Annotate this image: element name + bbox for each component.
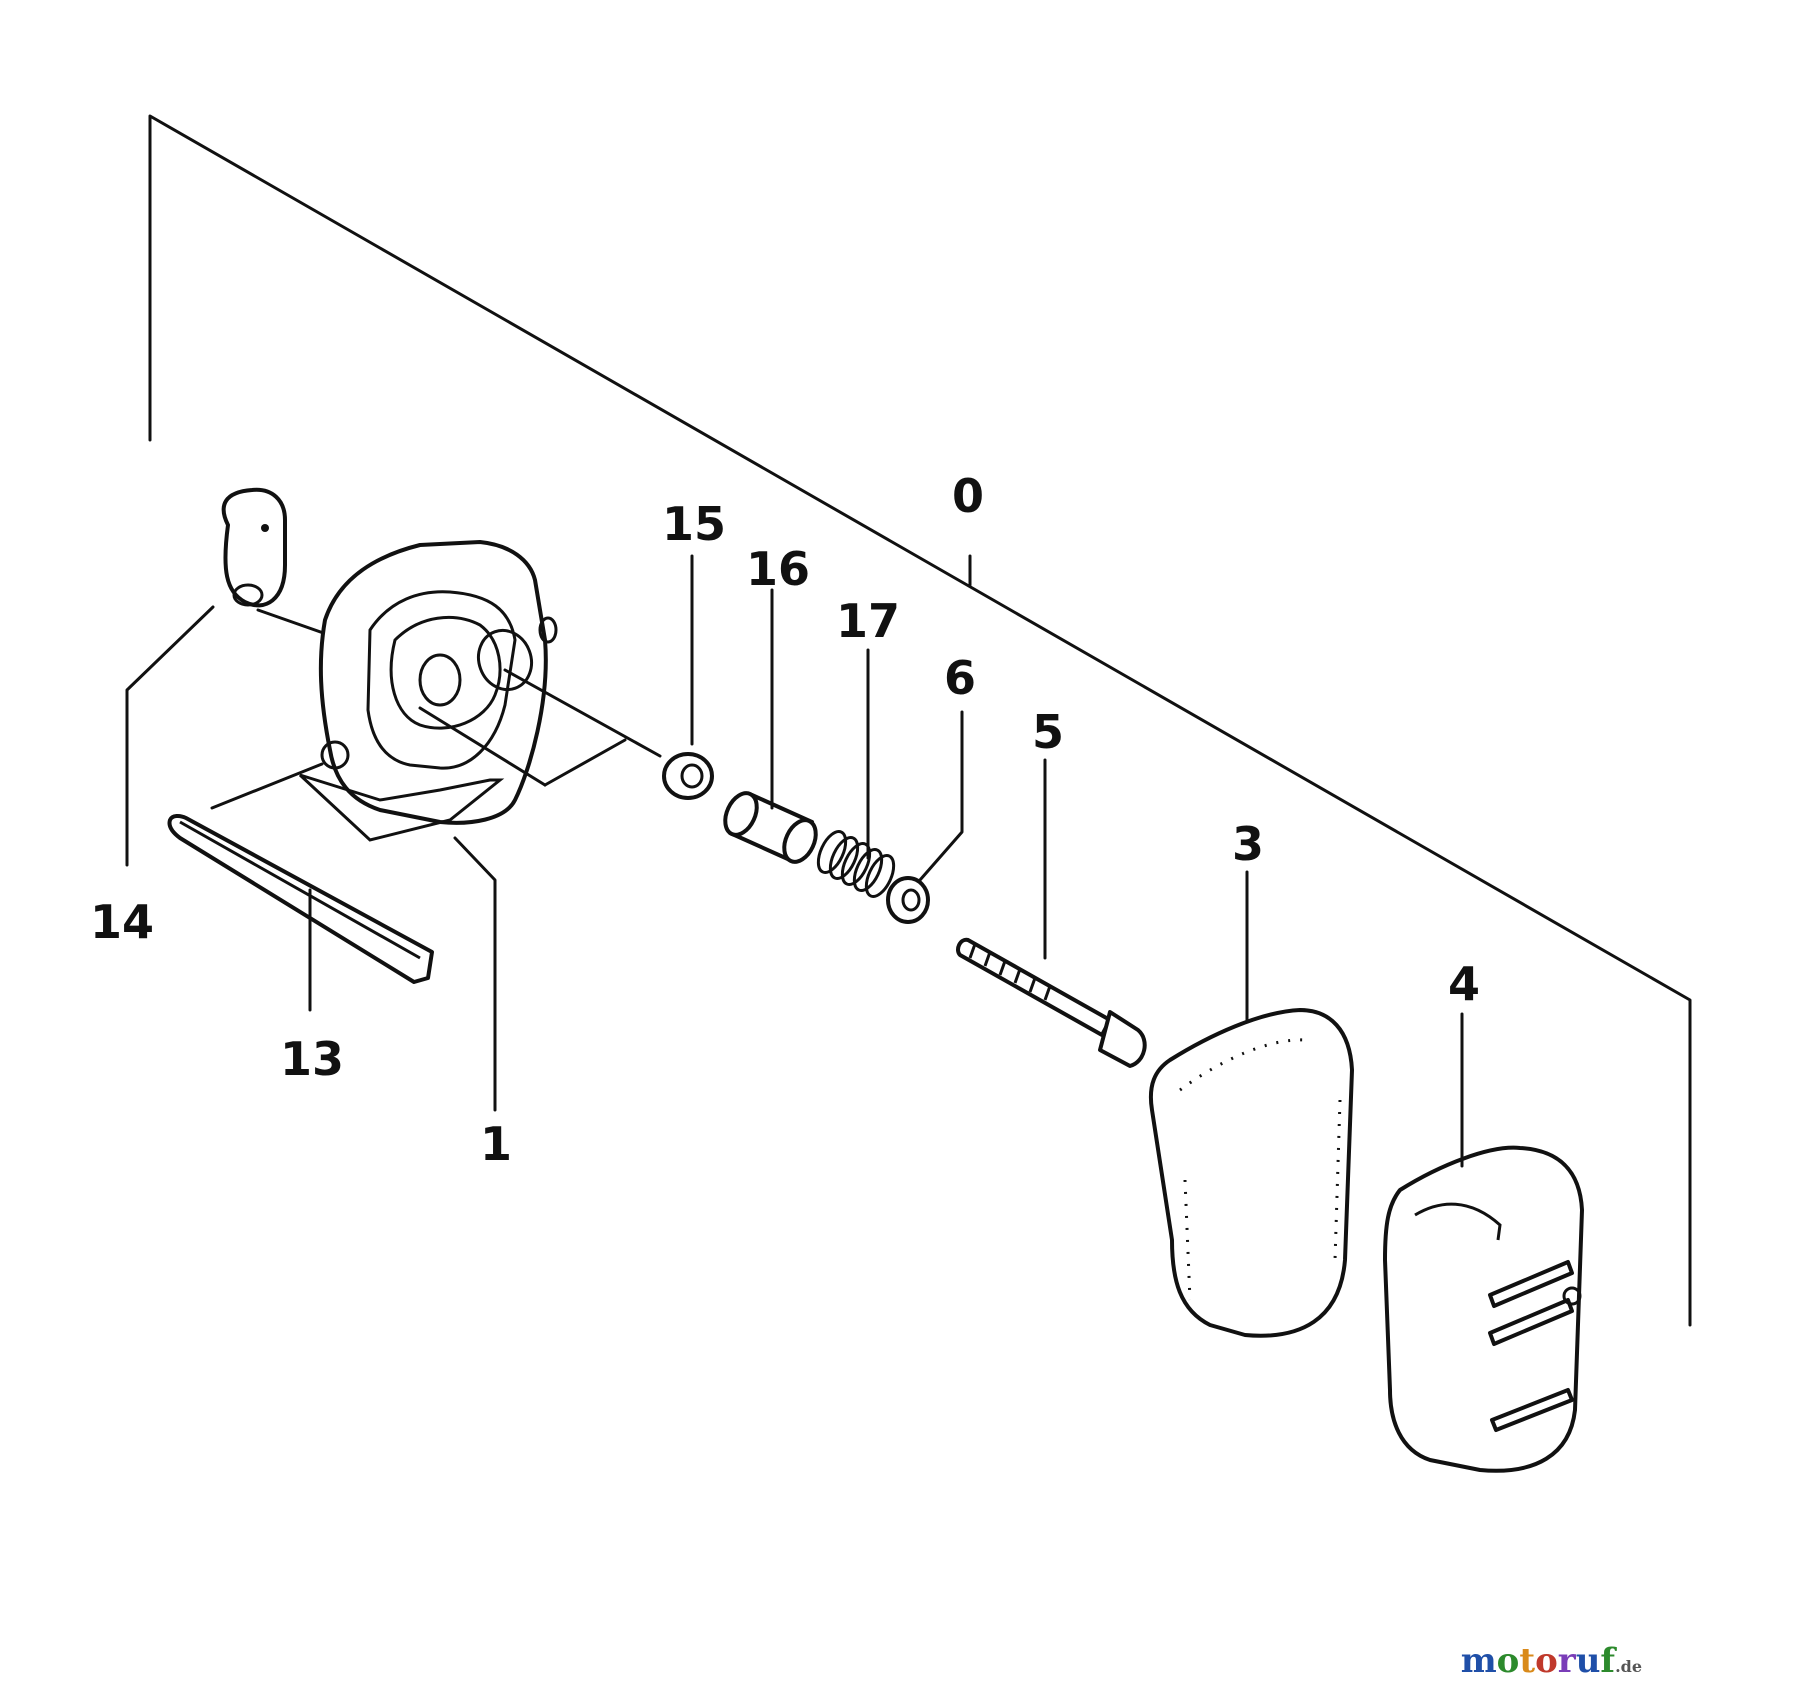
strap-part-13 (167, 762, 434, 1012)
washer-part-15 (662, 554, 714, 800)
spring-part-17 (816, 648, 896, 898)
watermark-logo: motoruf.de (1461, 1641, 1642, 1681)
callout-17: 17 (836, 594, 900, 648)
callout-6: 6 (944, 651, 976, 705)
callout-15: 15 (662, 497, 726, 551)
callout-3: 3 (1232, 817, 1264, 871)
callout-1: 1 (480, 1117, 512, 1171)
assembly-bracket (148, 114, 1692, 1327)
callout-14: 14 (90, 895, 154, 949)
callout-5: 5 (1032, 705, 1064, 759)
filter-cover-part-4 (1383, 1012, 1584, 1473)
washer-part-6 (886, 710, 964, 924)
housing-part-1 (298, 540, 662, 1112)
bolt-part-5 (956, 758, 1147, 1068)
callout-0: 0 (952, 469, 984, 523)
filter-element-part-3 (1149, 870, 1354, 1338)
callout-13: 13 (280, 1032, 344, 1086)
callout-4: 4 (1448, 957, 1480, 1011)
sleeve-part-16 (723, 588, 818, 864)
callout-labels: 0 15 16 17 6 5 3 4 14 13 1 (90, 469, 1480, 1171)
gasket-part-14 (125, 487, 334, 867)
callout-16: 16 (746, 542, 810, 596)
